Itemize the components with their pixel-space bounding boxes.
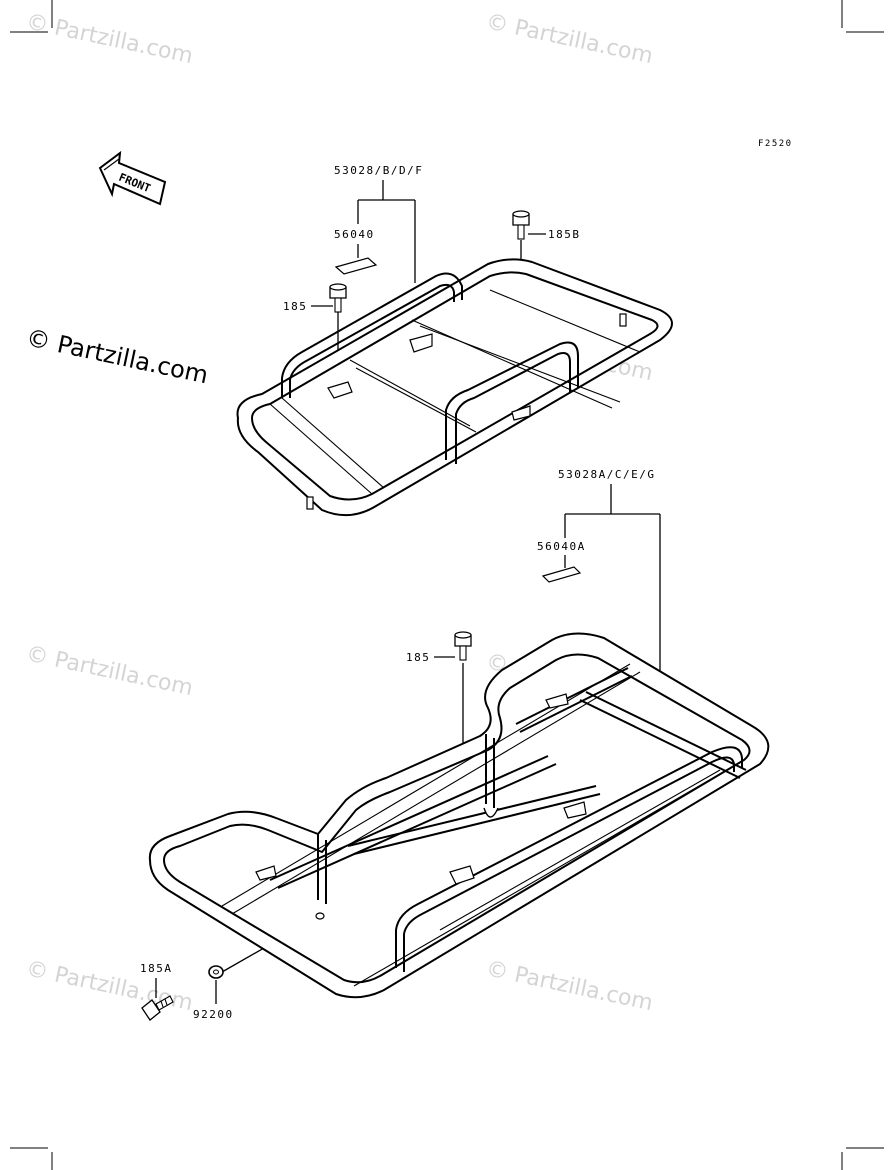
upper-carrier-frame	[236, 258, 673, 517]
lower-washer-label: 92200	[193, 1008, 234, 1021]
lower-carrier-callouts: 53028A/C/E/G 56040A 185 185A 92200	[140, 468, 661, 1021]
figure-code: F2520	[758, 139, 793, 149]
washer-92200	[208, 965, 224, 979]
lower-bolt-bottom-label: 185A	[140, 962, 173, 975]
lower-bolt-label: 185	[406, 651, 430, 664]
lower-decal-label: 56040A	[537, 540, 586, 553]
bolt-185-upper	[329, 283, 347, 313]
bolt-185b	[512, 210, 530, 240]
crop-marks	[10, 0, 884, 1170]
upper-bolt-left-label: 185	[283, 300, 307, 313]
decal-56040	[334, 257, 378, 275]
watermark: © Partzilla.com	[24, 9, 195, 69]
front-arrow: FRONT	[98, 150, 167, 206]
watermark: © Partzilla.com	[484, 956, 655, 1016]
watermark-dark: © Partzilla.com	[24, 323, 211, 389]
upper-assembly-label: 53028/B/D/F	[334, 164, 423, 177]
watermark: © Partzilla.com	[24, 641, 195, 701]
upper-bolt-right-label: 185B	[548, 228, 581, 241]
bolt-185-lower	[454, 631, 472, 661]
lower-carrier-frame	[148, 632, 770, 999]
lower-assembly-label: 53028A/C/E/G	[558, 468, 655, 481]
watermark: © Partzilla.com	[484, 9, 655, 69]
upper-decal-label: 56040	[334, 228, 375, 241]
decal-56040a	[541, 566, 582, 583]
bolt-185a	[141, 995, 174, 1021]
